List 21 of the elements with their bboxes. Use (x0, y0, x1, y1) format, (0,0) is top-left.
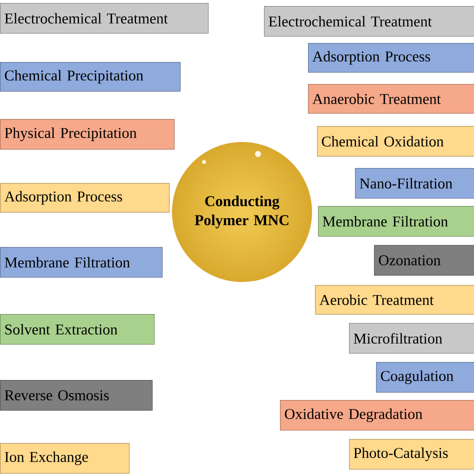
method-box: Coagulation (376, 362, 474, 393)
method-box: Anaerobic Treatment (308, 84, 474, 114)
sphere: Conducting Polymer MNC (194, 196, 288, 228)
method-box: Electrochemical Treatment (264, 6, 474, 37)
method-box: Membrane Filtration (0, 247, 163, 278)
method-box: Microfiltration (349, 323, 474, 354)
method-box: Physical Precipitation (0, 119, 175, 150)
method-box: Solvent Extraction (0, 314, 155, 345)
method-box: Adsorption Process (308, 43, 474, 73)
method-box: Chemical Oxidation (317, 126, 474, 157)
method-box: Reverse Osmosis (0, 380, 153, 411)
method-box: Nano-Filtration (355, 168, 474, 199)
method-box: Photo-Catalysis (349, 439, 474, 470)
method-box: Ozonation (374, 245, 474, 276)
method-box: Ion Exchange (0, 443, 130, 474)
method-box: Membrane Filtration (318, 206, 474, 237)
method-box: Aerobic Treatment (315, 285, 474, 315)
method-box: Electrochemical Treatment (0, 3, 209, 34)
method-box: Oxidative Degradation (280, 400, 474, 431)
method-box: Adsorption Process (0, 183, 170, 213)
method-box: Chemical Precipitation (0, 62, 181, 92)
